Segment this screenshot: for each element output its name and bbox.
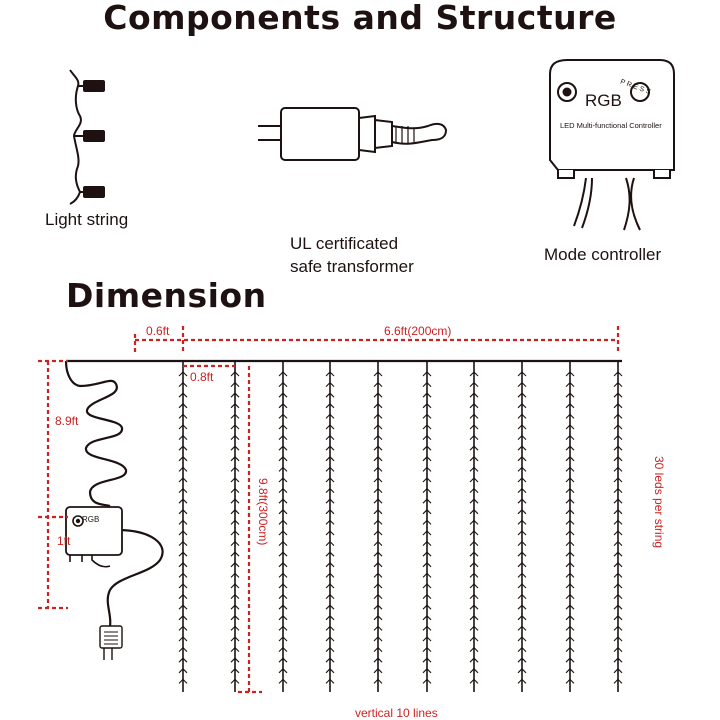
top-lead-label: 8.9ft: [55, 414, 79, 428]
components-title: Components and Structure: [103, 0, 617, 37]
total-width-label: 6.6ft(200cm): [384, 324, 452, 338]
controller-name-label: LED Multi-functional Controller: [560, 121, 662, 130]
transformer-caption-line1: UL certificated: [290, 234, 399, 253]
lead-gap-label: 0.6ft: [146, 324, 170, 338]
controller-caption: Mode controller: [544, 245, 662, 264]
small-controller-rgb-label: RGB: [82, 515, 100, 524]
light-string-caption: Light string: [45, 210, 129, 229]
led-ticks: [178, 371, 623, 684]
dimension-title: Dimension: [66, 276, 267, 315]
controller-rgb-label: RGB: [585, 91, 622, 110]
mode-controller-icon: [549, 59, 675, 231]
feed-wire: [64, 360, 128, 508]
dimension-guides: [38, 326, 620, 694]
lines-count-label: vertical 10 lines: [355, 706, 438, 720]
string-length-label: 9.8ft(300cm): [256, 478, 270, 546]
transformer-icon: [258, 107, 448, 161]
small-plug-icon: [99, 625, 123, 649]
vertical-light-lines: [182, 362, 619, 692]
spacing-label: 0.8ft: [190, 370, 214, 384]
transformer-caption-line2: safe transformer: [290, 257, 414, 276]
light-string-icon: [69, 69, 105, 205]
leds-per-string-label: 30 leds per string: [652, 456, 666, 549]
bottom-lead-label: 1ft: [57, 534, 71, 548]
curtain-diagram: [64, 359, 623, 692]
